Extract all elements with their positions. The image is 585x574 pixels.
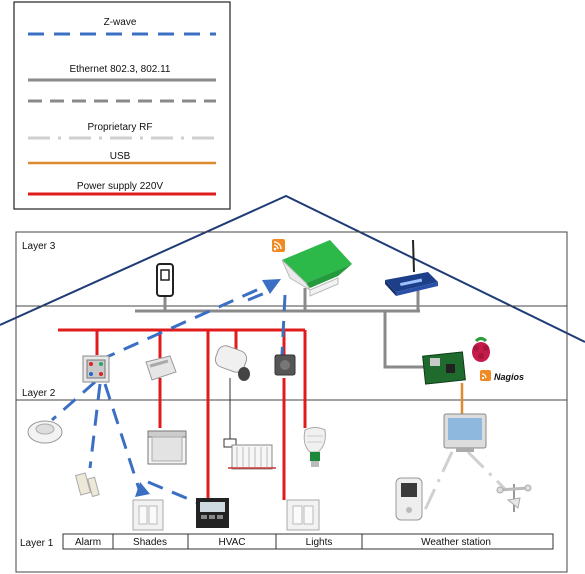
- door-sensor-icon: [74, 472, 100, 498]
- category-weather-station: Weather station: [421, 537, 491, 548]
- radiator-icon: [223, 378, 276, 470]
- layer-3-label: Layer 3: [22, 241, 56, 252]
- gateway-box-icon: [281, 240, 352, 297]
- anemometer-icon: [496, 484, 532, 512]
- relay-module-icon: [145, 355, 177, 381]
- lightbulb-icon: [303, 427, 326, 467]
- thermostat-valve-icon: [214, 345, 250, 381]
- ethernet-links: [135, 288, 428, 369]
- dimmer-module-icon: [274, 354, 296, 376]
- category-hvac: HVAC: [218, 537, 245, 548]
- rss-icon: [272, 239, 285, 252]
- thermostat-icon: [196, 498, 229, 528]
- legend: Z-wave Ethernet 802.3, 802.11 Proprietar…: [13, 1, 231, 210]
- nagios-label: Nagios: [494, 372, 524, 382]
- zwave-links: [51, 283, 287, 505]
- legend-label-rf: Proprietary RF: [87, 122, 152, 133]
- category-lights: Lights: [306, 537, 333, 548]
- raspberry-pi-icon: [422, 337, 490, 385]
- legend-label-ethernet: Ethernet 802.3, 802.11: [69, 64, 170, 75]
- outdoor-sensor-icon: [395, 477, 423, 521]
- shade-blind-icon: [147, 430, 187, 465]
- category-shades: Shades: [133, 537, 167, 548]
- smoke-detector-icon: [27, 420, 63, 444]
- weather-display-icon: [443, 413, 487, 452]
- zwave-arrowhead-shades: [135, 482, 150, 497]
- legend-label-power: Power supply 220V: [77, 181, 163, 192]
- wall-switch-icon: [132, 499, 164, 531]
- layer-1-box: [15, 399, 568, 573]
- layer-2-label: Layer 2: [22, 388, 56, 399]
- nagios-rss-icon: [480, 370, 491, 381]
- zwave-arrowhead-gateway: [262, 279, 281, 294]
- house-roof: [0, 194, 585, 343]
- light-switch-icon: [286, 499, 320, 531]
- ethernet-socket-icon: [156, 263, 174, 297]
- category-bar: Alarm Shades HVAC Lights Weather station: [62, 533, 554, 550]
- wifi-router-icon: [385, 239, 438, 296]
- legend-label-zwave: Z-wave: [104, 17, 137, 28]
- rf-links: [422, 450, 508, 513]
- layer-1-label: Layer 1: [20, 538, 54, 549]
- category-alarm: Alarm: [75, 537, 101, 548]
- legend-label-usb: USB: [110, 151, 131, 162]
- zwave-controller-icon: [82, 355, 110, 383]
